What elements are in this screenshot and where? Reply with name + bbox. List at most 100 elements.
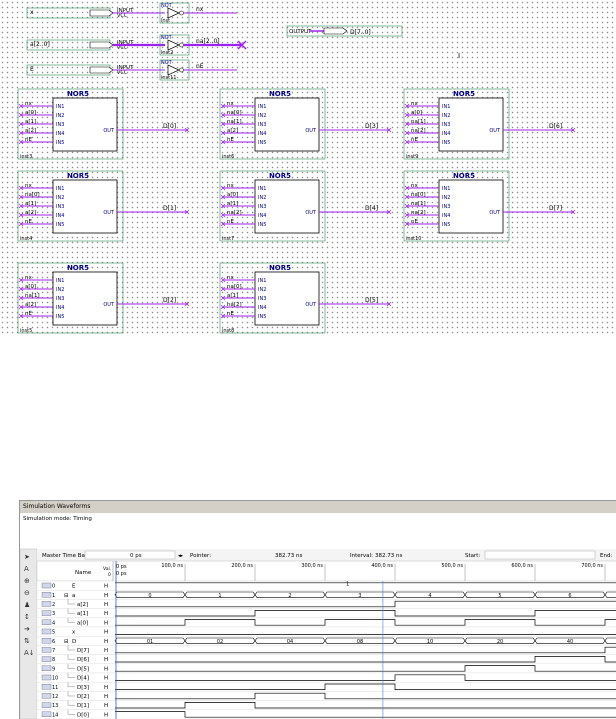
signal-row[interactable] [36,645,616,655]
text-icon[interactable]: A [24,565,29,573]
not-instance-label: inst [161,18,170,24]
waveform [115,683,616,690]
nor5-input-label: na[1] [25,293,40,299]
pointer-icon[interactable]: ➤ [24,553,30,561]
time-tick-label: 200,0 ns [231,563,253,569]
wire-end-x-icon [220,112,226,118]
master-time-field[interactable] [84,550,176,560]
output-frame [286,25,403,37]
wire-end-x-icon [404,203,410,209]
nor5-output-label: D[1] [163,205,176,212]
expand-toggle-icon[interactable]: ⊟ [64,593,69,599]
not-gate-title: NOT [161,3,173,9]
signal-row[interactable] [36,599,616,609]
start-field[interactable] [484,550,596,560]
wire-end-x-icon [184,209,190,215]
bus-value: 20 [497,639,503,645]
time-stepper-icon[interactable]: ◂▸ [178,553,184,559]
nor5-input-label: nx [227,101,234,107]
nor5-out-port: OUT [305,128,317,134]
waveform [115,610,616,617]
signal-name: a[0] [77,620,88,626]
nor5-input-label: nx [227,183,234,189]
master-time-value: 0 ps [130,553,142,559]
nor5-input-label: nx [25,275,32,281]
signal-name: D[7] [77,648,89,654]
wire-end-x-icon [184,301,190,307]
nor5-input-label: nE [411,137,418,143]
group-icon[interactable]: A↓ [24,649,35,657]
bus-value: 02 [217,639,223,645]
signal-row[interactable] [36,626,616,637]
zoom-icon[interactable]: ⊕ [24,577,30,585]
wire-end-x-icon [18,185,24,191]
bus-segment [604,637,616,644]
output-pin-label: OUTPUT [289,29,312,35]
nor5-instance-label: inst3 [20,154,32,160]
sort-icon[interactable]: ⇅ [24,637,30,645]
signal-row[interactable] [36,709,616,719]
wire-end-x-icon [404,212,410,218]
signal-value: H [104,648,108,654]
signal-index: 5 [52,630,55,636]
nor5-output-label: D[2] [163,297,176,304]
signal-row[interactable] [36,700,616,711]
expand-toggle-icon[interactable]: ⊟ [64,639,69,645]
not-gate-title: NOT [161,60,173,66]
wire-end-x-icon [570,209,576,215]
signal-row[interactable] [36,608,616,618]
nor5-output-label: D[4] [365,205,378,212]
nor5-port-label: IN4 [258,213,266,219]
waveform-edit-icon[interactable]: ↕ [24,613,30,621]
wire-end-x-icon [220,313,226,319]
signal-row[interactable] [36,580,616,591]
bus-value: 04 [287,639,293,645]
nor5-port-label: IN5 [56,222,64,228]
nor5-frame [219,170,326,242]
nor5-input-label: na[0] [25,192,40,198]
not-gate-icon [167,64,180,76]
binoculars-icon[interactable]: ♟ [24,601,30,609]
wire-end-x-icon [404,121,410,127]
waveform [115,656,616,663]
signal-type-icon [41,674,52,681]
nor5-input-label: nE [25,311,32,317]
nor5-port-label: IN2 [56,195,64,201]
nor5-frame [219,88,326,160]
search-icon[interactable]: ⊖ [24,589,30,597]
signal-row[interactable] [36,617,616,628]
waveform-editor[interactable]: ➤A⊕⊖♟↕➔⇅A↓Master Time Bar:0 ps◂▸Pointer:… [20,501,616,719]
signal-row[interactable] [36,681,616,692]
nor5-instance-label: inst7 [222,236,234,242]
bus-value: 08 [357,639,363,645]
nor5-input-label: na[0] [227,284,242,290]
nor5-frame [17,88,124,160]
nor5-port-label: IN4 [442,213,450,219]
bus-value: 40 [567,639,573,645]
wire-end-x-icon [18,121,24,127]
bus-segment [604,591,616,598]
signal-name: D[0] [77,712,89,718]
signal-row[interactable] [36,691,616,701]
nor5-title: NOR5 [269,90,291,98]
nor5-input-label: a[0] [25,284,36,290]
signal-row[interactable] [36,654,616,665]
not-bubble-icon [179,67,184,73]
signal-name: D[4] [77,676,89,682]
signal-row[interactable] [36,672,616,683]
signal-type-icon [41,665,52,672]
nor5-port-label: IN1 [258,186,266,192]
nor5-frame [403,88,510,160]
signal-value: H [104,620,108,626]
signal-row[interactable] [36,663,616,674]
arrow-icon[interactable]: ➔ [24,625,30,633]
